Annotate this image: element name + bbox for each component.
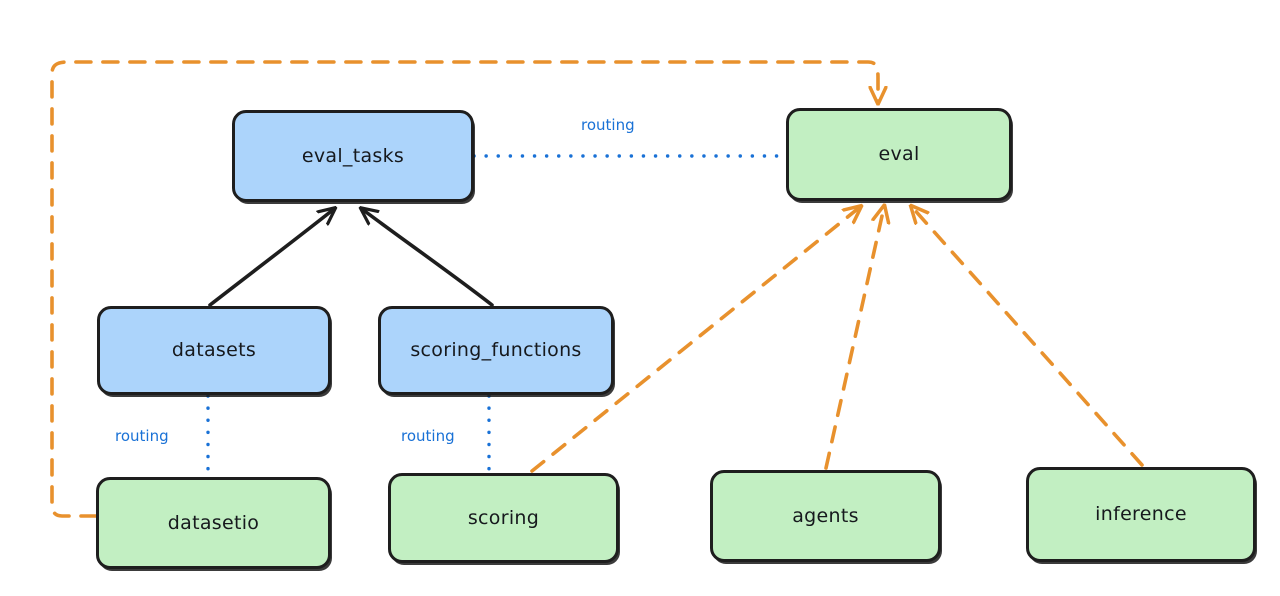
edge-label-scoring-functions-to-scoring: routing xyxy=(398,427,458,445)
edge-label-eval-tasks-to-eval: routing xyxy=(578,116,638,134)
edge-datasetio-to-eval xyxy=(50,60,878,518)
node-scoring-functions[interactable]: scoring_functions xyxy=(378,306,614,395)
edge-agents-to-eval xyxy=(824,207,884,470)
edge-scoring-functions-to-eval-tasks xyxy=(362,209,494,307)
node-eval[interactable]: eval xyxy=(786,108,1012,201)
node-datasets[interactable]: datasets xyxy=(97,306,331,395)
node-inference[interactable]: inference xyxy=(1026,467,1256,562)
node-datasetio[interactable]: datasetio xyxy=(96,477,331,569)
edge-label-datasets-to-datasetio: routing xyxy=(112,427,172,445)
edge-datasets-to-eval-tasks xyxy=(208,209,334,307)
node-inference-label: inference xyxy=(1095,503,1187,526)
node-scoring[interactable]: scoring xyxy=(388,473,619,563)
node-eval-label: eval xyxy=(878,143,920,166)
node-scoring-functions-label: scoring_functions xyxy=(410,339,582,362)
node-datasets-label: datasets xyxy=(171,339,257,362)
node-eval-tasks-label: eval_tasks xyxy=(301,144,405,167)
node-agents-label: agents xyxy=(792,504,859,527)
node-eval-tasks[interactable]: eval_tasks xyxy=(232,110,474,202)
edge-scoring-to-eval xyxy=(530,207,860,473)
node-scoring-label: scoring xyxy=(467,506,540,529)
node-datasetio-label: datasetio xyxy=(167,511,260,534)
node-agents[interactable]: agents xyxy=(710,470,941,562)
edge-inference-to-eval xyxy=(912,207,1144,467)
